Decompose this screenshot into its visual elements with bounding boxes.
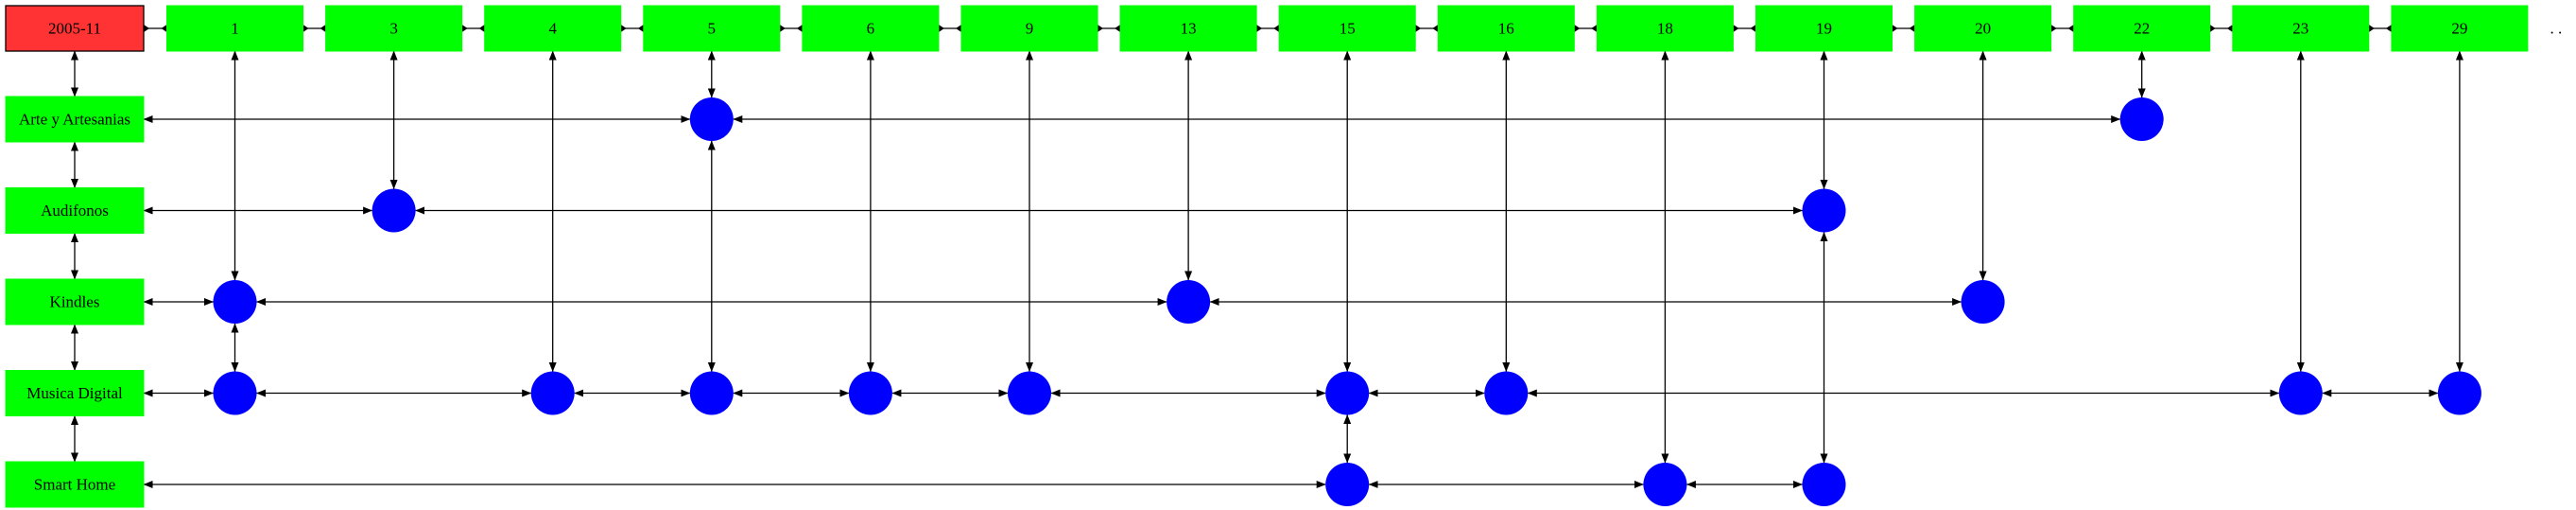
row-label-smart-home: Smart Home bbox=[34, 476, 115, 494]
row-label-kindles: Kindles bbox=[50, 293, 100, 311]
row-node-musica-digital bbox=[5, 370, 145, 416]
column-label-6: 6 bbox=[867, 20, 875, 38]
marker-kindles-1 bbox=[213, 280, 257, 324]
column-node-9 bbox=[960, 5, 1098, 52]
column-label-19: 19 bbox=[1816, 20, 1832, 38]
marker-musica-digital-29 bbox=[2437, 371, 2481, 415]
column-node-19 bbox=[1755, 5, 1893, 52]
marker-arte-y-artesanias-5 bbox=[689, 97, 734, 141]
column-node-5 bbox=[643, 5, 781, 52]
marker-musica-digital-4 bbox=[530, 371, 575, 415]
column-node-3 bbox=[325, 5, 463, 52]
row-node-smart-home bbox=[5, 461, 145, 508]
column-label-22: 22 bbox=[2134, 20, 2150, 38]
marker-musica-digital-6 bbox=[848, 371, 892, 415]
column-node-18 bbox=[1596, 5, 1734, 52]
marker-kindles-20 bbox=[1961, 280, 2005, 324]
row-label-audifonos: Audifonos bbox=[41, 202, 109, 220]
marker-musica-digital-15 bbox=[1325, 371, 1370, 415]
node-layer bbox=[5, 5, 2529, 508]
column-label-9: 9 bbox=[1026, 20, 1034, 38]
edge-layer bbox=[71, 25, 2464, 488]
column-label-18: 18 bbox=[1657, 20, 1673, 38]
column-node-22 bbox=[2073, 5, 2211, 52]
marker-audifonos-19 bbox=[1802, 188, 1846, 233]
column-node-23 bbox=[2232, 5, 2370, 52]
column-label-1: 1 bbox=[231, 20, 239, 38]
column-label-5: 5 bbox=[708, 20, 717, 38]
column-label-15: 15 bbox=[1340, 20, 1356, 38]
column-node-1 bbox=[166, 5, 303, 52]
column-label-13: 13 bbox=[1181, 20, 1197, 38]
column-node-16 bbox=[1437, 5, 1575, 52]
column-node-20 bbox=[1914, 5, 2052, 52]
corner-label: 2005-11 bbox=[48, 20, 101, 38]
row-label-musica-digital: Musica Digital bbox=[26, 384, 123, 402]
column-label-4: 4 bbox=[548, 20, 557, 38]
row-label-arte-y-artesanias: Arte y Artesanias bbox=[19, 111, 130, 129]
marker-musica-digital-5 bbox=[689, 371, 734, 415]
column-node-6 bbox=[802, 5, 940, 52]
marker-musica-digital-16 bbox=[1484, 371, 1529, 415]
marker-audifonos-3 bbox=[372, 188, 416, 233]
column-label-29: 29 bbox=[2451, 20, 2467, 38]
column-node-29 bbox=[2391, 5, 2529, 52]
column-node-13 bbox=[1119, 5, 1257, 52]
marker-smart-home-15 bbox=[1325, 463, 1370, 506]
marker-kindles-13 bbox=[1167, 280, 1211, 324]
marker-musica-digital-23 bbox=[2278, 371, 2323, 415]
column-label-16: 16 bbox=[1498, 20, 1514, 38]
row-node-arte-y-artesanias bbox=[5, 96, 145, 143]
column-node-15 bbox=[1278, 5, 1416, 52]
row-node-kindles bbox=[5, 278, 145, 325]
marker-musica-digital-9 bbox=[1008, 371, 1051, 415]
trailing-marker: . . bbox=[2550, 20, 2563, 38]
marker-musica-digital-1 bbox=[213, 371, 257, 415]
column-label-20: 20 bbox=[1975, 20, 1991, 38]
marker-arte-y-artesanias-22 bbox=[2119, 97, 2164, 141]
row-node-audifonos bbox=[5, 187, 145, 234]
marker-smart-home-19 bbox=[1802, 463, 1846, 506]
marker-smart-home-18 bbox=[1643, 463, 1687, 506]
column-label-23: 23 bbox=[2292, 20, 2308, 38]
column-label-3: 3 bbox=[389, 20, 398, 38]
corner-node bbox=[5, 5, 145, 52]
column-node-4 bbox=[484, 5, 622, 52]
